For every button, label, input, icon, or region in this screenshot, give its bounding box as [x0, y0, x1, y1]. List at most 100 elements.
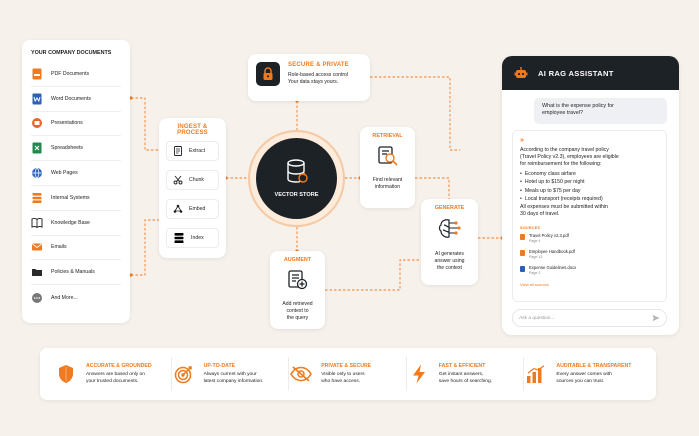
feature-item: PRIVATE & SECURE Visible only to users w… [289, 357, 407, 391]
ingest-step-chunk: Chunk [166, 170, 219, 190]
document-type-label: Policies & Manuals [51, 269, 95, 276]
generate-title: GENERATE [434, 205, 465, 211]
source-name: Expense Guidelines.docx [529, 265, 577, 271]
source-item[interactable]: Employee Handbook.pdf Page 13 [520, 249, 659, 263]
presentation-icon [31, 117, 43, 129]
source-name: Employee Handbook.pdf [529, 249, 575, 255]
folder-icon [31, 266, 43, 278]
answer-bullets: Economy class airfareHotel up to $150 pe… [520, 170, 659, 203]
ai-assistant-panel: AI RAG ASSISTANT What is the expense pol… [502, 56, 679, 335]
globe-icon [31, 167, 43, 179]
document-type-item: Emails [31, 236, 121, 261]
feature-title: FAST & EFFICIENT [438, 363, 486, 369]
target-icon [172, 362, 196, 386]
connector-docs-ingest-lower [131, 219, 159, 276]
document-type-item: Knowledge Base [31, 211, 121, 236]
retrieval-text-2: information [374, 183, 401, 190]
document-type-label: Internal Systems [51, 194, 90, 201]
document-type-label: Presentations [51, 120, 83, 127]
question-input-placeholder: Ask a question... [519, 315, 555, 321]
retrieval-text-1: Find relevant [372, 177, 403, 183]
augment-card: AUGMENT Add retrieved context to the que… [270, 251, 325, 329]
secure-title: SECURE & PRIVATE [288, 62, 349, 68]
generate-text-2: answer using [434, 257, 465, 264]
file-icon [520, 234, 525, 241]
question-input[interactable]: Ask a question... [512, 309, 667, 327]
document-type-item: Word Documents [31, 87, 121, 112]
robot-icon [514, 66, 528, 78]
document-type-label: Spreadsheets [51, 145, 84, 152]
feature-desc-2: save hours of searching. [438, 378, 493, 384]
generate-text-3: the context [437, 264, 462, 271]
ingest-step-label: Index [191, 235, 204, 241]
secure-line-1: Role-based access control [288, 72, 349, 78]
connector-retrieval-generate [415, 177, 450, 199]
document-type-label: Web Pages [51, 170, 78, 177]
assistant-header: AI RAG ASSISTANT [502, 56, 679, 90]
ai-brain-icon [438, 219, 461, 238]
answer-intro-3: for reimbursement for the following: [520, 161, 602, 167]
augment-title: AUGMENT [283, 257, 312, 263]
source-item[interactable]: Expense Guidelines.docx Page 2 [520, 265, 659, 279]
ingest-process-card: INGEST & PROCESS Extract Chunk Embed Ind… [159, 118, 226, 258]
sources-title: SOURCES [520, 226, 541, 231]
document-type-label: Knowledge Base [51, 219, 90, 226]
feature-desc-1: Visible only to users [321, 372, 365, 377]
pdf-icon [31, 68, 43, 80]
send-icon[interactable] [652, 314, 660, 322]
view-all-sources-link[interactable]: View all sources [520, 282, 549, 288]
more-icon [31, 292, 43, 304]
shield-icon [54, 362, 78, 386]
ingest-step-label: Extract [189, 148, 206, 154]
feature-title: PRIVATE & SECURE [321, 363, 372, 369]
eye-off-icon [289, 362, 313, 386]
generate-card: GENERATE AI generates answer using the c… [421, 199, 478, 285]
feature-item: AUDITABLE & TRANSPARENT Every answer com… [524, 357, 642, 391]
ingest-step-label: Chunk [189, 177, 204, 183]
spreadsheet-icon [31, 142, 43, 154]
feature-title: AUDITABLE & TRANSPARENT [556, 363, 632, 369]
question-line-2: employee travel? [542, 110, 584, 116]
document-icon [173, 146, 183, 156]
search-document-icon [377, 146, 398, 166]
answer-bullet: Meals up to $75 per day [520, 187, 659, 195]
network-icon [173, 204, 183, 214]
document-type-item: Web Pages [31, 161, 121, 186]
source-page: Page 2 [529, 271, 541, 276]
document-type-label: Word Documents [51, 95, 91, 102]
feature-desc-1: Get instant answers, [438, 372, 484, 377]
answer-intro-2: (Travel Policy v2.3), employees are elig… [520, 154, 619, 160]
ingest-step-index: Index [166, 228, 219, 248]
chevrons-icon: » [520, 137, 524, 144]
feature-desc-2: sources you can trust. [556, 378, 605, 384]
word-icon [31, 93, 43, 105]
feature-item: FAST & EFFICIENT Get instant answers, sa… [407, 357, 525, 391]
features-bar: ACCURATE & GROUNDED Answers are based on… [40, 348, 656, 400]
secure-line-2: Your data stays yours. [288, 79, 339, 86]
database-sync-icon [286, 159, 308, 183]
generate-text-1: AI generates [435, 251, 464, 257]
document-type-label: Emails [51, 244, 67, 251]
feature-desc-1: Always current with your [203, 372, 257, 377]
company-documents-card: YOUR COMPANY DOCUMENTS PDF Documents Wor… [22, 40, 130, 323]
answer-intro-1: According to the company travel policy [520, 147, 609, 153]
source-item[interactable]: Travel Policy v2.3.pdf Page 4 [520, 233, 659, 247]
document-type-item: Presentations [31, 112, 121, 137]
bar-chart-icon [524, 362, 548, 386]
augment-text-1: Add retrieved [282, 301, 313, 307]
document-type-label: PDF Documents [51, 70, 90, 77]
sources-list: Travel Policy v2.3.pdf Page 4 Employee H… [520, 233, 659, 279]
document-type-item: Internal Systems [31, 186, 121, 211]
answer-bullet: Local transport (receipts required) [520, 195, 659, 203]
user-question-bubble: What is the expense policy for employee … [534, 98, 667, 124]
retrieval-card: RETRIEVAL Find relevant information [360, 127, 415, 208]
feature-desc-1: Every answer comes with [556, 372, 612, 377]
question-line-1: What is the expense policy for [542, 103, 614, 109]
augment-text-3: the query [286, 314, 309, 321]
ingest-step-label: Embed [189, 206, 206, 212]
lightning-icon [407, 362, 431, 386]
answer-bullet: Hotel up to $150 per night [520, 178, 659, 186]
file-icon [520, 250, 525, 257]
connector-docs-ingest [131, 97, 159, 151]
augment-text-2: context to [286, 307, 309, 314]
